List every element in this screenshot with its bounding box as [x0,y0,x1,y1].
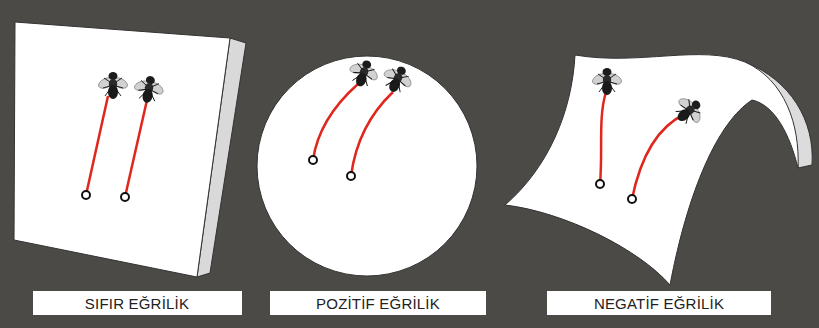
label-box: SIFIR EĞRİLİK [33,291,242,315]
saddle [505,55,812,285]
label-box: NEGATİF EĞRİLİK [547,291,771,315]
sphere-outline [257,56,477,276]
fly-path [313,84,358,160]
start-point [309,156,317,164]
fly-path [632,114,685,199]
fly-path [600,92,606,184]
fly-path [351,92,393,176]
fly [591,68,623,95]
fly [377,60,418,98]
curvature-label: SIFIR EĞRİLİK [85,296,189,311]
fly-path [86,96,108,195]
curvature-label: POZİTİF EĞRİLİK [316,296,440,311]
curvature-label: NEGATİF EĞRİLİK [594,296,724,311]
start-point [628,195,636,203]
start-point [82,191,90,199]
fly [97,72,129,99]
flat-plane [14,22,246,277]
plane-face [14,22,230,277]
label-box: POZİTİF EĞRİLİK [270,291,486,315]
start-point [347,172,355,180]
fly-path [125,100,147,197]
fly [344,55,384,91]
fly [668,90,709,132]
sphere [257,55,477,276]
start-point [596,180,604,188]
saddle-surface [505,55,798,285]
fly [130,73,167,105]
start-point [121,193,129,201]
